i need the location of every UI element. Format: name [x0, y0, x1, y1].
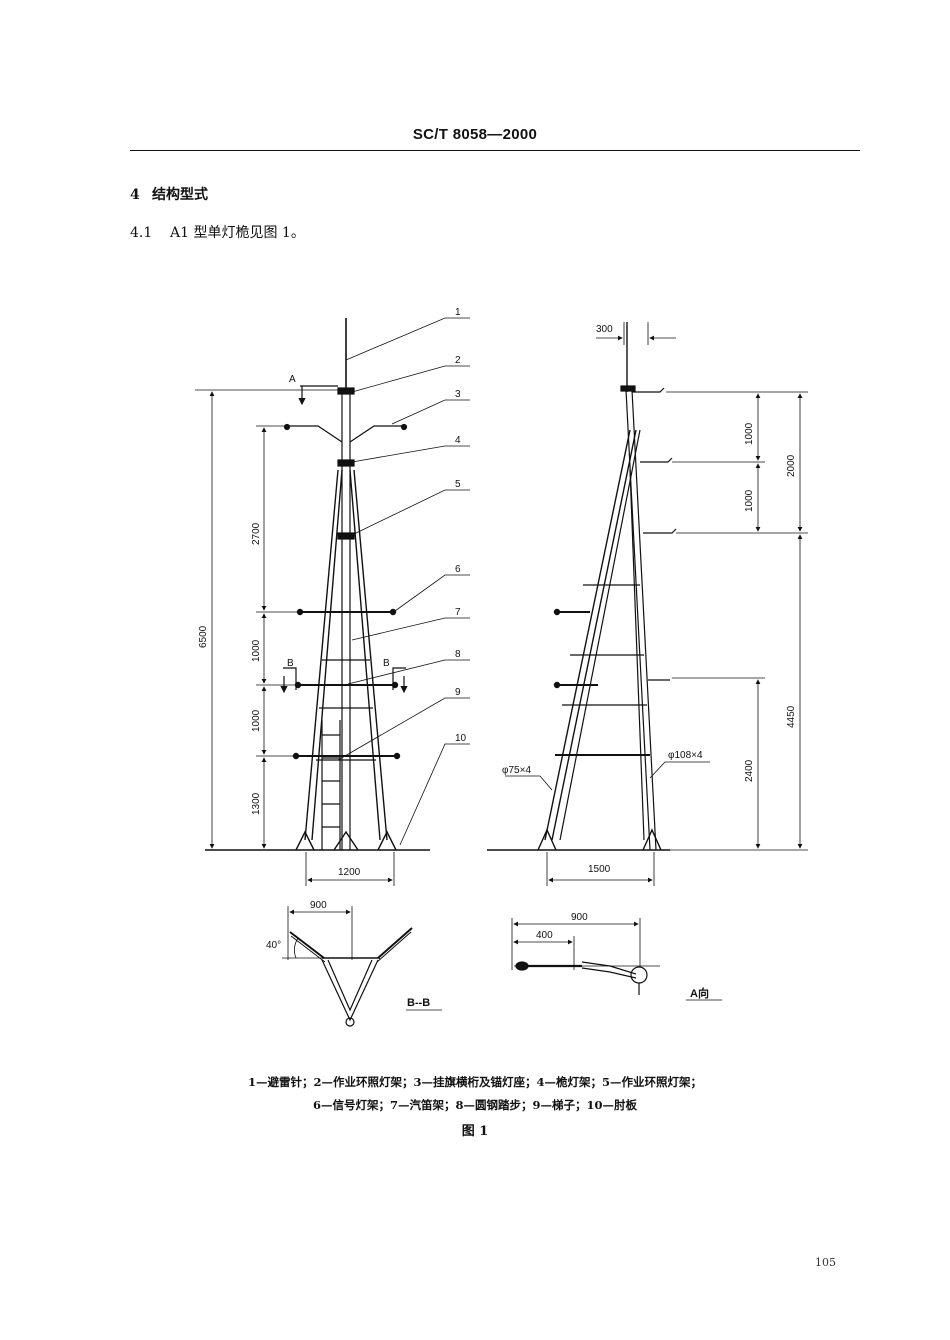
figure-legend-line-1: 1—避雷针；2—作业环照灯架；3—挂旗横桁及锚灯座；4—桅灯架；5—作业环照灯架…: [247, 1075, 702, 1089]
dim-side-1000-a: 1000: [744, 422, 755, 445]
callout-4: 4: [455, 435, 461, 446]
dim-1500: 1500: [588, 864, 611, 875]
section-number: 4: [130, 187, 140, 203]
dim-1300: 1300: [251, 792, 262, 815]
callout-3: 3: [455, 389, 461, 400]
front-view: [195, 317, 470, 886]
pipe-size-right: φ108×4: [668, 750, 703, 761]
page-number: 105: [815, 1256, 836, 1269]
section-marker-b-right: B: [383, 658, 390, 669]
section-title: 结构型式: [152, 187, 208, 203]
view-marker-a: A: [289, 374, 296, 385]
dim-4450: 4450: [786, 705, 797, 728]
callout-5: 5: [455, 479, 461, 490]
callout-10: 10: [455, 733, 467, 744]
clause-text: A1 型单灯桅见图 1。: [170, 225, 305, 241]
callout-2: 2: [455, 355, 461, 366]
clause-number: 4.1: [130, 225, 153, 241]
dim-2400: 2400: [744, 759, 755, 782]
figure-caption: 图 1: [461, 1124, 489, 1139]
view-a-label: A向: [690, 986, 709, 1000]
section-bb-view: [282, 906, 442, 1027]
callout-8: 8: [455, 649, 461, 660]
pipe-size-left: φ75×4: [502, 765, 531, 776]
dim-bb-900: 900: [310, 900, 327, 911]
section-bb-labels: 900 40° B--B: [266, 900, 430, 1009]
section-heading: 4 结构型式: [130, 184, 208, 204]
dim-2700: 2700: [251, 522, 262, 545]
clause-4-1: 4.1 A1 型单灯桅见图 1。: [130, 222, 305, 242]
callout-1: 1: [455, 307, 461, 318]
dim-side-1000-b: 1000: [744, 489, 755, 512]
side-view-labels: 300 1000 1000 2000 4450 2400 φ75×4 φ108×…: [502, 324, 797, 875]
section-marker-b-left: B: [287, 658, 294, 669]
callout-9: 9: [455, 687, 461, 698]
dim-1000-a: 1000: [251, 639, 262, 662]
section-bb-label: B--B: [407, 997, 430, 1009]
figure-legend-line-2: 6—信号灯架；7—汽笛架；8—圆钢踏步；9—梯子；10—肘板: [312, 1098, 637, 1112]
callout-7: 7: [455, 607, 461, 618]
view-a: [511, 918, 722, 1001]
dim-a-900: 900: [571, 912, 588, 923]
dim-2000: 2000: [786, 454, 797, 477]
dim-1200: 1200: [338, 867, 361, 878]
dim-300: 300: [596, 324, 613, 335]
callout-6: 6: [455, 564, 461, 575]
dim-1000-b: 1000: [251, 709, 262, 732]
dim-a-400: 400: [536, 930, 553, 941]
angle-40: 40°: [266, 940, 281, 951]
header-rule: [130, 150, 860, 151]
front-view-labels: 1 2 3 4 5 6 7 8 9 10 A B B 6500 2700 100…: [198, 307, 467, 878]
document-header: SC/T 8058—2000: [412, 126, 538, 143]
side-view: [487, 322, 808, 886]
view-a-labels: 900 400 A向: [536, 912, 709, 1000]
dim-6500: 6500: [198, 625, 209, 648]
